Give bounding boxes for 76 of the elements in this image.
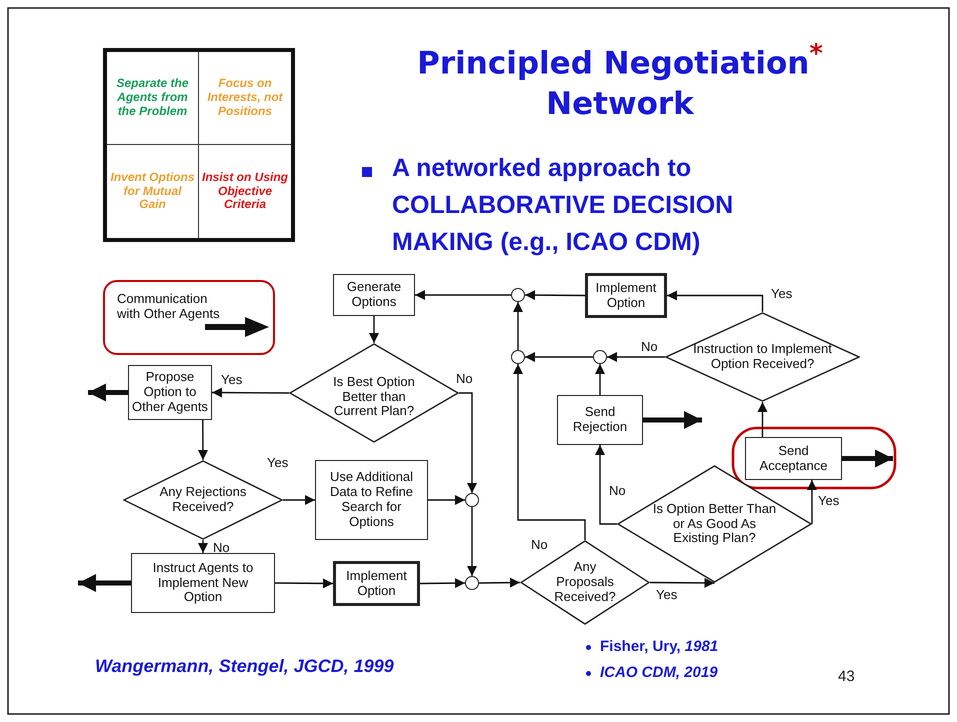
node-text: Generate Options xyxy=(346,280,402,310)
arrow xyxy=(758,402,768,437)
arrow xyxy=(415,290,511,300)
node-text: Send Acceptance xyxy=(758,444,828,474)
arrow xyxy=(198,540,208,553)
edge-label: Yes xyxy=(770,287,794,302)
reference-text: Fisher, Ury, 1981 xyxy=(600,638,718,655)
process-box xyxy=(745,437,842,480)
arrow xyxy=(479,578,520,588)
node-text: Is Option Better Than or As Good As Existing Plan? xyxy=(652,502,778,546)
arrow xyxy=(459,392,477,493)
junction-circle xyxy=(465,493,479,507)
node-text: Send Rejection xyxy=(572,405,628,435)
edge-label: Yes xyxy=(220,373,244,388)
slide-title: Principled Negotiation$^{*}$ Network xyxy=(416,38,824,124)
junction-circle xyxy=(465,576,479,590)
arrow xyxy=(595,445,617,525)
reference-text: ICAO CDM, 2019 xyxy=(600,664,718,681)
junction-circle xyxy=(593,350,607,364)
arrow xyxy=(212,388,289,398)
node-text: Any Rejections Received? xyxy=(158,485,248,515)
node-text: Is Best Option Better than Current Plan? xyxy=(332,374,416,420)
node-text: Implement Option xyxy=(594,280,658,310)
process-box xyxy=(315,460,428,540)
arrow xyxy=(428,495,465,505)
page-number: 43 xyxy=(838,668,855,685)
edge-label: Yes xyxy=(655,588,678,602)
decision-diamond xyxy=(289,343,459,443)
edge-label: No xyxy=(608,484,627,498)
arrow xyxy=(525,290,585,300)
arrow xyxy=(525,352,593,362)
table-cell: Separate the Agents from the Problem xyxy=(107,52,199,145)
arrow xyxy=(198,420,208,460)
arrow xyxy=(806,480,817,524)
table-cell: Invent Options for Mutual Gain xyxy=(107,145,199,238)
node-text: Instruct Agents to Implement New Option xyxy=(152,560,254,606)
arrow xyxy=(607,352,665,362)
edge-label: No xyxy=(455,372,474,386)
edge-label: No xyxy=(530,538,549,552)
table-cell-text: Insist on Using Objective Criteria xyxy=(201,168,290,214)
arrow xyxy=(513,364,586,540)
process-box xyxy=(585,273,667,318)
edge-label: No xyxy=(640,340,659,354)
node-text: Implement Option xyxy=(345,568,408,598)
thick-arrow xyxy=(88,384,128,402)
thick-arrow xyxy=(78,574,131,592)
node-text: Use Additional Data to Refine Search for Options xyxy=(328,470,414,530)
process-box xyxy=(557,395,643,445)
arrow xyxy=(467,507,477,576)
arrow xyxy=(650,578,714,588)
decision-diamond xyxy=(520,540,650,625)
process-box xyxy=(333,561,420,606)
arrow xyxy=(667,290,764,312)
node-text: Communication with Other Agents xyxy=(117,292,221,322)
node-text: Instruction to Implement Option Received? xyxy=(692,342,833,372)
thick-arrow xyxy=(643,411,702,429)
arrow xyxy=(595,364,605,395)
arrow xyxy=(369,316,379,343)
node-text: Any Proposals Received? xyxy=(553,560,617,605)
junction-circle xyxy=(511,350,525,364)
arrow xyxy=(275,578,333,588)
process-box xyxy=(131,553,275,613)
bullet-text: A networked approach to COLLABORATIVE DECISION MAKING (e.g., ICAO CDM) xyxy=(392,153,734,258)
edge-label: Yes xyxy=(817,494,840,508)
junction-circle xyxy=(511,288,525,302)
decision-diamond xyxy=(665,312,860,402)
citation-text: Wangermann, Stengel, JGCD, 1999 xyxy=(95,656,394,677)
arrow xyxy=(283,495,315,505)
thick-arrow xyxy=(842,450,893,468)
process-box xyxy=(333,274,415,316)
note-box xyxy=(103,280,275,355)
table-cell: Focus on Interests, not Positions xyxy=(199,52,291,145)
arrow xyxy=(420,578,465,588)
edge-label: Yes xyxy=(266,456,290,470)
node-text: Propose Option to Other Agents xyxy=(131,370,209,415)
arrow xyxy=(513,302,523,350)
